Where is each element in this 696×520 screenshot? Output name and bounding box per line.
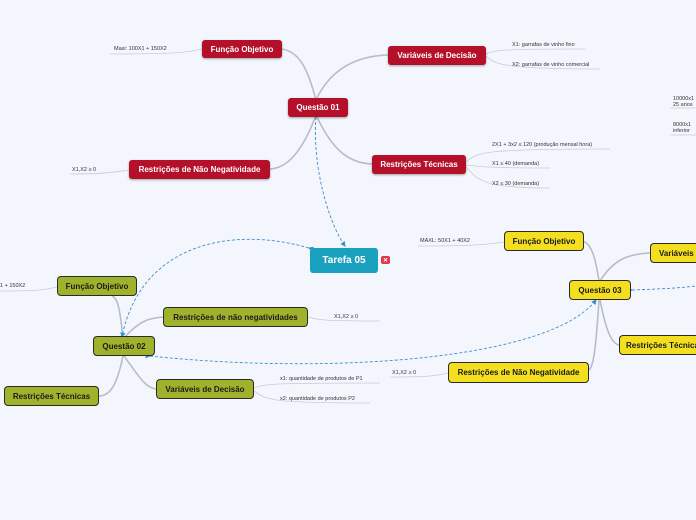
q1-technical-leaf-1[interactable]: 2X1 + 3x2 ≤ 120 (produção mensal hora) xyxy=(492,142,593,148)
link-q1-technical xyxy=(315,114,373,165)
q1-decision-leaf-2[interactable]: X2: garrafas de vinho comercial xyxy=(512,62,590,68)
q1-technical-leaf-2[interactable]: X1 ≤ 40 (demanda) xyxy=(492,161,540,167)
q3-nonneg-topic[interactable]: Restrições de Não Negatividade xyxy=(448,362,589,383)
link-q3-technical xyxy=(599,299,620,346)
relation-central-q2 xyxy=(120,238,314,339)
q3-objective-topic[interactable]: Função Objetivo xyxy=(504,231,584,251)
relation-q1-central xyxy=(313,112,346,247)
q2-topic[interactable]: Questão 02 xyxy=(93,336,155,356)
q1-objective-topic[interactable]: Função Objetivo xyxy=(202,40,282,58)
link-q2-dec-leaf2 xyxy=(253,390,371,404)
link-q2-dec-leaf1 xyxy=(253,382,381,389)
link-q1-tech-leaf3 xyxy=(465,166,551,189)
q2-technical-topic[interactable]: Restrições Técnicas xyxy=(4,386,99,406)
link-q1-dec-leaf2 xyxy=(485,55,601,70)
link-q3-decision xyxy=(599,252,651,282)
q1-decision-leaf-1[interactable]: X1: garrafas de vinho fino xyxy=(512,42,575,48)
relation-q2-q3 xyxy=(145,299,597,365)
q2-decision-topic[interactable]: Variáveis de Decisão xyxy=(156,379,254,399)
link-q3-objective xyxy=(582,240,600,282)
q1-technical-leaf-3[interactable]: X2 ≤ 30 (demanda) xyxy=(492,181,540,187)
q3-decision-topic[interactable]: Variáveis xyxy=(650,243,696,263)
link-q1-dec-leaf1 xyxy=(485,48,586,55)
q1-objective-leaf[interactable]: Maxi: 100X1 + 150X2 xyxy=(114,46,167,52)
q2-objective-leaf[interactable]: 1 + 150X2 xyxy=(0,283,26,289)
link-q1-tech-leaf2 xyxy=(465,164,551,169)
q2-nonneg-topic[interactable]: Restrições de não negatividades xyxy=(163,307,308,327)
link-q1-objective xyxy=(281,48,317,101)
q2-decision-leaf-2[interactable]: x2: quantidade de produtos P2 xyxy=(280,396,355,402)
link-q2-technical xyxy=(98,355,124,397)
q3-topic[interactable]: Questão 03 xyxy=(569,280,631,300)
link-q3-obj-leaf xyxy=(417,241,505,247)
q1-nonneg-topic[interactable]: Restrições de Não Negatividade xyxy=(129,160,270,179)
q2-decision-leaf-1[interactable]: x1: quantidade de produtos de P1 xyxy=(280,376,363,382)
offscreen-leaf-2-line-2: inferior xyxy=(673,128,690,135)
link-q2-nonneg xyxy=(123,316,164,339)
central-topic-tarefa-05[interactable]: Tarefa 05 xyxy=(310,248,378,273)
link-q1-decision xyxy=(315,54,389,101)
link-q3-nonneg xyxy=(588,299,600,371)
offscreen-leaf-2-line-1: 8000x1 xyxy=(673,122,692,128)
offscreen-leaf-2[interactable]: 8000x1 inferior xyxy=(673,122,691,135)
link-q1-nonneg xyxy=(269,114,317,170)
link-q1-obj-leaf xyxy=(109,48,203,55)
offscreen-leaf-1[interactable]: 10000x1 25 anos xyxy=(673,96,694,109)
link-q3-nonneg-leaf xyxy=(389,372,449,378)
link-q1-tech-leaf1 xyxy=(465,148,611,163)
q2-objective-topic[interactable]: Função Objetivo xyxy=(57,276,137,296)
offscreen-leaf-1-line-2: 25 anos xyxy=(673,102,693,109)
link-q2-objective xyxy=(111,295,124,339)
q3-technical-topic[interactable]: Restrições Técnica xyxy=(619,335,696,355)
link-q1-nonneg-leaf xyxy=(69,169,130,175)
relation-q3-offscreen xyxy=(627,285,696,293)
q1-decision-topic[interactable]: Variáveis de Decisão xyxy=(388,46,486,65)
link-q2-decision xyxy=(123,355,157,390)
q3-nonneg-leaf[interactable]: X1,X2 ≥ 0 xyxy=(392,370,417,376)
q1-technical-topic[interactable]: Restrições Técnicas xyxy=(372,155,466,174)
q2-nonneg-leaf[interactable]: X1,X2 ≥ 0 xyxy=(334,314,359,320)
link-q2-obj-leaf xyxy=(0,286,58,292)
q1-nonneg-leaf[interactable]: X1,X2 ≥ 0 xyxy=(72,167,97,173)
offscreen-leaf-1-line-1: 10000x1 xyxy=(673,96,695,102)
q3-objective-leaf[interactable]: MAXL: 50X1 + 40X2 xyxy=(420,238,470,244)
flag-icon[interactable]: ✕ xyxy=(381,256,390,264)
q1-topic[interactable]: Questão 01 xyxy=(288,98,348,117)
